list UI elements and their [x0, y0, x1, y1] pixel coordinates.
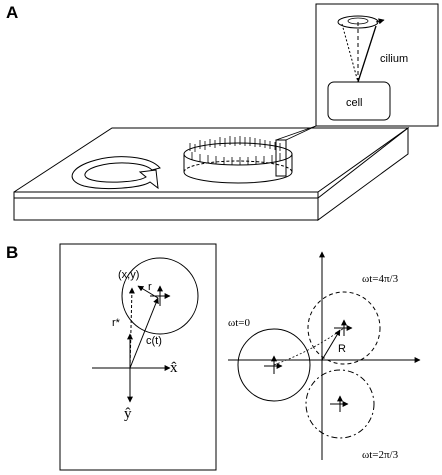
swirl-arrow-icon	[375, 18, 385, 25]
R-label: R	[338, 343, 346, 355]
t0-label: ωt=0	[228, 317, 251, 329]
point-label: (x,y)	[118, 269, 139, 281]
panel-b-label: B	[6, 243, 18, 262]
panel-a-label: A	[6, 3, 18, 22]
t2-label: ωt=2π/3	[362, 449, 399, 461]
culture-plate	[13, 127, 410, 221]
t4-label: ωt=4π/3	[362, 273, 399, 285]
cilium-label: cilium	[380, 53, 408, 65]
ct-label: c(t)	[146, 335, 162, 347]
cilium-inset: cilium cell	[315, 3, 439, 127]
dish-with-cilia	[183, 136, 293, 184]
trajectory-panel: ωt=0 ωt=4π/3 ωt=2π/3 R	[228, 251, 421, 461]
x-axis-label: x̂	[170, 360, 178, 376]
coordinate-frame-panel: x̂ ŷ c(t) r* r (x,y)	[59, 243, 217, 471]
rstar-label: r*	[112, 317, 121, 329]
cell-label: cell	[346, 97, 363, 109]
rotation-arrow-icon	[71, 156, 161, 190]
y-axis-label: ŷ	[124, 406, 132, 422]
r-label: r	[148, 281, 152, 293]
zoom-connectors	[275, 125, 317, 141]
